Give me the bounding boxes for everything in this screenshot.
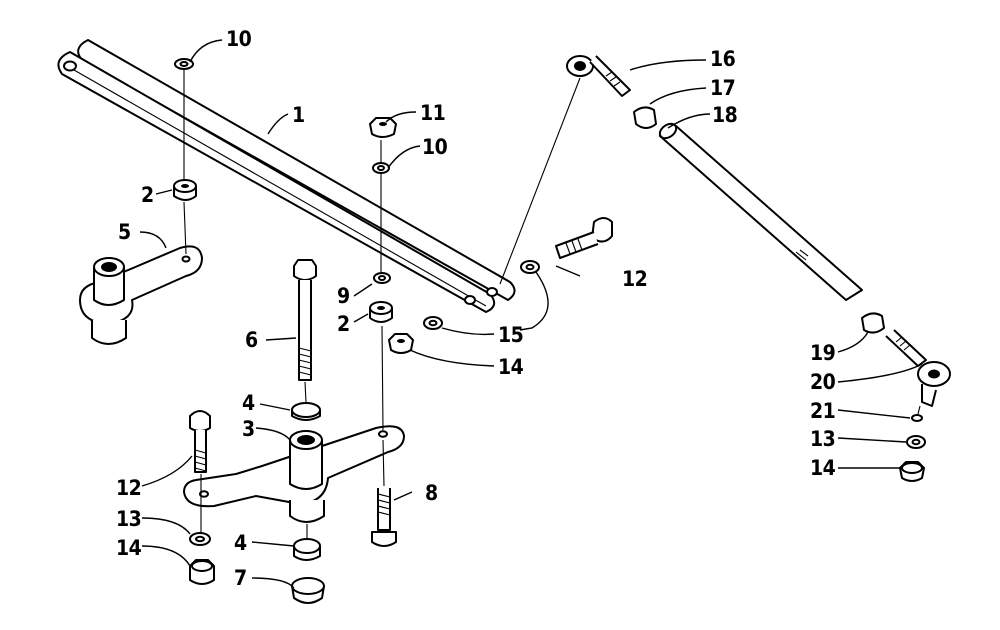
washer-part-13-right <box>906 435 926 449</box>
nut-part-14-middle <box>388 333 414 354</box>
callout-11: 11 <box>420 101 446 125</box>
callout-5: 5 <box>118 220 131 244</box>
callout-17: 17 <box>710 76 736 100</box>
washer-part-9 <box>373 272 391 284</box>
washer-part-4-lower <box>293 538 321 561</box>
callout-13-right: 13 <box>810 427 836 451</box>
callout-14-middle: 14 <box>498 355 524 379</box>
washer-part-4-upper <box>291 402 321 421</box>
callout-20: 20 <box>810 370 836 394</box>
callout-21: 21 <box>810 399 836 423</box>
washer-part-10-middle <box>372 162 390 174</box>
callout-10-upper: 10 <box>226 27 252 51</box>
pivot-bracket-part-3 <box>183 425 405 523</box>
spacer-part-2-upper <box>173 179 197 201</box>
nut-part-14-right <box>899 461 925 482</box>
callout-12-lower: 12 <box>116 476 142 500</box>
link-bar-part-1 <box>57 39 516 313</box>
washer-part-10-left <box>174 58 194 70</box>
washer-part-15-right <box>520 260 540 274</box>
pivot-bracket-part-5 <box>79 245 203 345</box>
callout-14-lower: 14 <box>116 536 142 560</box>
washer-part-15 <box>423 316 443 330</box>
callout-8: 8 <box>425 481 438 505</box>
nut-part-14-left <box>189 559 215 585</box>
rod-end-part-20 <box>885 329 951 407</box>
callout-1: 1 <box>292 103 305 127</box>
rod-end-part-16 <box>566 55 631 97</box>
callout-13-lower: 13 <box>116 507 142 531</box>
callout-16: 16 <box>710 47 736 71</box>
callout-14-right: 14 <box>810 456 836 480</box>
bolt-part-8 <box>371 488 397 547</box>
callout-2-upper: 2 <box>141 183 154 207</box>
assembly-lines <box>183 70 921 538</box>
callout-6: 6 <box>245 328 258 352</box>
bolt-part-12-upper <box>555 217 613 259</box>
nut-part-11 <box>369 117 397 138</box>
callout-2-middle: 2 <box>337 312 350 336</box>
callout-3: 3 <box>242 417 255 441</box>
bolt-part-12-lower <box>189 410 211 473</box>
callout-7: 7 <box>234 566 247 590</box>
jam-nut-part-19 <box>861 312 885 334</box>
callout-12-upper: 12 <box>622 267 648 291</box>
callout-19: 19 <box>810 341 836 365</box>
washer-part-21 <box>911 414 923 422</box>
callout-4-lower: 4 <box>234 531 247 555</box>
bolt-part-6 <box>293 259 317 381</box>
spacer-part-2-middle <box>369 301 393 323</box>
callout-15: 15 <box>498 323 524 347</box>
callout-9: 9 <box>337 284 350 308</box>
tie-rod-part-18 <box>658 122 863 301</box>
callout-4-upper: 4 <box>242 391 255 415</box>
leader-lines <box>139 39 923 589</box>
cap-part-7 <box>291 577 325 604</box>
washer-part-13-left <box>189 532 211 546</box>
jam-nut-part-17 <box>633 106 657 129</box>
callout-18: 18 <box>712 103 738 127</box>
callout-10-middle: 10 <box>422 135 448 159</box>
